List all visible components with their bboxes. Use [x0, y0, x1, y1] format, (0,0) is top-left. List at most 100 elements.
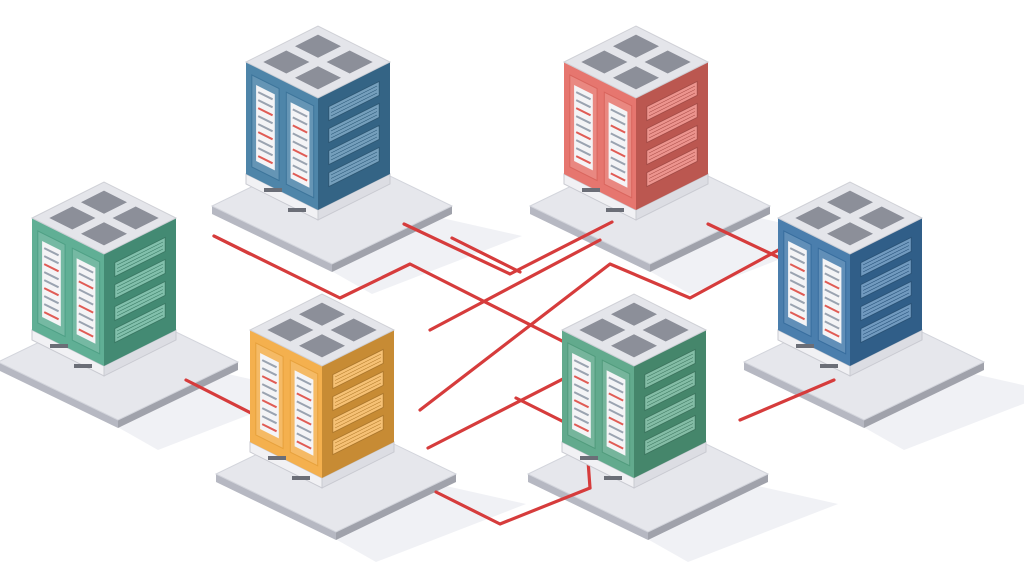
drive-slot	[610, 172, 626, 182]
drive-slot	[296, 424, 312, 434]
drive-slot	[575, 155, 592, 165]
vent-line	[646, 419, 694, 444]
server-orange-center	[248, 293, 396, 489]
vent-line	[646, 401, 694, 425]
drive-slot	[575, 131, 592, 141]
drive-slot	[789, 287, 806, 297]
drive-slot	[296, 440, 312, 450]
drive-slot	[575, 99, 592, 109]
vent-line	[862, 267, 910, 291]
drive-slot	[261, 383, 278, 393]
drive-slot	[608, 440, 624, 450]
base-slot	[264, 188, 282, 192]
drive-slot	[573, 423, 590, 433]
vent-line	[334, 404, 382, 429]
server-top-face	[244, 25, 392, 99]
vent-line	[334, 360, 382, 385]
drive-slot	[575, 147, 592, 157]
vent-line	[648, 111, 696, 135]
base-slot	[604, 476, 622, 480]
vent-grille-icon	[299, 334, 345, 358]
vent-line	[330, 85, 378, 110]
drive-slot	[43, 247, 60, 257]
vent-line	[648, 136, 696, 161]
drive-slot	[261, 367, 278, 377]
vent-line	[116, 292, 164, 317]
vent-grille-icon	[330, 318, 377, 342]
drive-slot	[789, 247, 806, 257]
vent-line	[116, 241, 164, 266]
vent-line	[334, 397, 382, 422]
drive-slot	[292, 108, 308, 118]
vent-line	[648, 85, 696, 110]
vent-line	[116, 311, 164, 335]
vent-line	[648, 158, 696, 183]
base-slot	[288, 208, 306, 212]
drive-slot	[789, 255, 806, 265]
drive-slot	[257, 147, 274, 157]
drive-slot	[575, 91, 592, 101]
base-slot	[292, 476, 310, 480]
base-slot	[606, 208, 624, 212]
drive-slot	[257, 99, 274, 109]
drive-slot	[292, 148, 308, 158]
vent-line	[116, 248, 164, 273]
vent-grille-icon	[642, 318, 689, 342]
drive-slot	[610, 124, 626, 134]
drive-slot	[824, 280, 840, 290]
drive-slot	[575, 107, 592, 117]
drive-slot	[575, 115, 592, 125]
drive-slot	[261, 391, 278, 401]
drive-slot	[292, 116, 308, 126]
drive-slot	[292, 156, 308, 166]
server-top-face	[560, 293, 708, 367]
drive-slot	[573, 367, 590, 377]
vent-line	[116, 245, 164, 269]
vent-line	[862, 248, 910, 273]
drive-slot	[257, 155, 274, 165]
vent-line	[648, 89, 696, 113]
vent-line	[862, 314, 910, 339]
drive-slot	[43, 287, 60, 297]
vent-grille-icon	[49, 206, 96, 230]
platform-edge	[332, 206, 452, 272]
vent-line	[330, 151, 378, 176]
drive-slot	[296, 392, 312, 402]
drive-slot	[608, 392, 624, 402]
drive-slot	[261, 359, 278, 369]
platform-edge	[744, 362, 864, 428]
vent-line	[334, 357, 382, 381]
drive-slot	[824, 296, 840, 306]
vent-grille-icon	[299, 302, 345, 326]
drive-slot	[43, 279, 60, 289]
drive-slot	[261, 399, 278, 409]
drive-slot	[78, 328, 94, 338]
drive-slot	[257, 131, 274, 141]
drive-slot	[296, 408, 312, 418]
platform-edge	[864, 362, 984, 428]
platform-edge	[648, 474, 768, 540]
vent-line	[646, 382, 694, 407]
vent-grille-icon	[827, 222, 873, 246]
drive-slot	[257, 139, 274, 149]
drive-slot	[296, 376, 312, 386]
drive-slot	[608, 400, 624, 410]
vent-line	[334, 419, 382, 444]
drive-slot	[610, 140, 626, 150]
drive-slot	[610, 156, 626, 166]
vent-line	[330, 129, 378, 154]
drive-slot	[608, 384, 624, 394]
vent-line	[116, 267, 164, 291]
vent-grille-icon	[613, 66, 659, 90]
drive-slot	[608, 416, 624, 426]
drive-slot	[789, 263, 806, 273]
vent-line	[646, 353, 694, 378]
vent-line	[648, 107, 696, 132]
drive-slot	[261, 375, 278, 385]
drive-slot	[573, 375, 590, 385]
vent-line	[116, 285, 164, 310]
drive-slot	[573, 359, 590, 369]
base-slot	[820, 364, 838, 368]
connection-line	[450, 236, 522, 274]
